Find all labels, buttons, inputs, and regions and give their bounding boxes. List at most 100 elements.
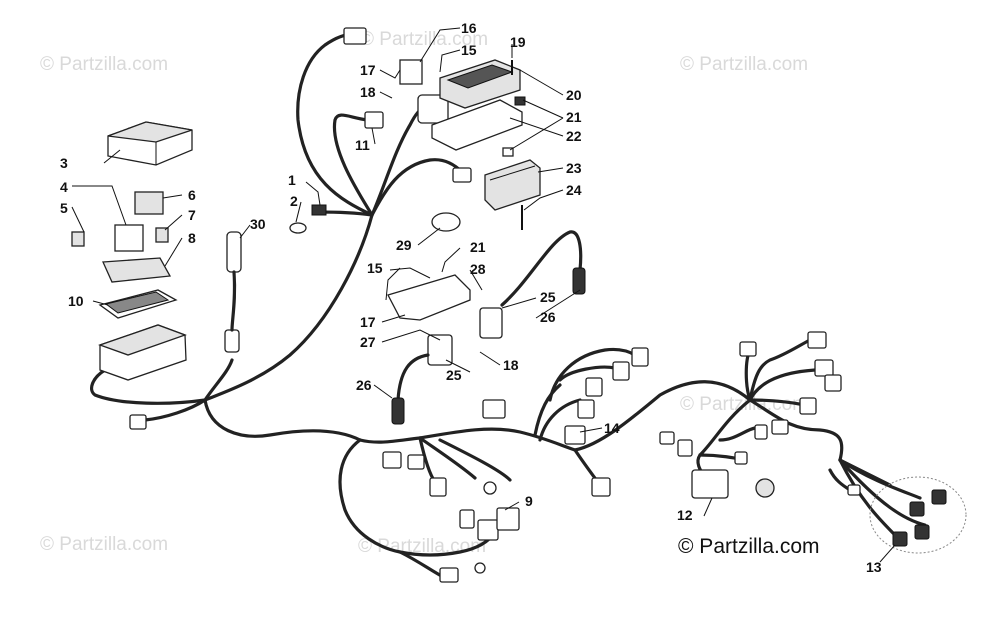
connector [382, 451, 402, 469]
connector [799, 397, 817, 415]
connector [892, 531, 908, 547]
connector [931, 489, 947, 505]
connector [659, 431, 675, 445]
callout-24: 24 [566, 182, 582, 198]
starter-relay [417, 94, 449, 124]
connector [585, 377, 603, 397]
watermark: © Partzilla.com [40, 534, 168, 555]
callout-18b: 18 [503, 357, 519, 373]
grommet [289, 222, 307, 234]
ring-terminal [474, 562, 486, 574]
callout-8: 8 [188, 230, 196, 246]
connector [734, 451, 748, 465]
mounting-plate [431, 99, 523, 151]
callout-25b: 25 [446, 367, 462, 383]
bracket [387, 274, 471, 321]
callout-26b: 26 [356, 377, 372, 393]
callout-17a: 17 [360, 62, 376, 78]
connector [739, 341, 757, 357]
connector [631, 347, 649, 367]
callout-9: 9 [525, 493, 533, 509]
nut [502, 147, 514, 157]
fuse [71, 231, 85, 247]
ignition-coil [479, 307, 503, 339]
callout-19: 19 [510, 34, 526, 50]
callout-12: 12 [677, 507, 693, 523]
connector [771, 419, 789, 435]
callout-22: 22 [566, 128, 582, 144]
ring-terminal [483, 481, 497, 495]
callout-27: 27 [360, 334, 376, 350]
nut [514, 96, 526, 106]
callout-14: 14 [604, 420, 620, 436]
callout-28: 28 [470, 261, 486, 277]
connector [439, 567, 459, 583]
ignition-coil [427, 334, 453, 366]
detail-circle [869, 476, 967, 554]
callout-7: 7 [188, 207, 196, 223]
callout-3: 3 [60, 155, 68, 171]
callout-30: 30 [250, 216, 266, 232]
voltage-regulator [484, 159, 541, 211]
connector [482, 399, 506, 419]
callout-21a: 21 [566, 109, 582, 125]
connector [847, 484, 861, 496]
callout-1: 1 [288, 172, 296, 188]
callout-26a: 26 [540, 309, 556, 325]
fuse-box [98, 324, 187, 381]
connector [577, 399, 595, 419]
connector [452, 167, 472, 183]
callout-4: 4 [60, 179, 68, 195]
relay [114, 224, 144, 252]
connector [407, 454, 425, 470]
ecu-module [439, 59, 521, 109]
callout-23: 23 [566, 160, 582, 176]
connector [129, 414, 147, 430]
connector [343, 27, 367, 45]
spark-plug-cap [572, 267, 586, 295]
main-connector [691, 469, 729, 499]
sensor [226, 231, 242, 273]
connector [477, 519, 499, 541]
callout-5: 5 [60, 200, 68, 216]
leader-lines [71, 27, 896, 563]
connector [612, 361, 630, 381]
fuse-box-cover [107, 121, 193, 166]
label-sheet [102, 257, 172, 283]
callout-20: 20 [566, 87, 582, 103]
callout-10: 10 [68, 293, 84, 309]
callout-15a: 15 [461, 42, 477, 58]
callout-29: 29 [396, 237, 412, 253]
connector-cap [755, 478, 775, 498]
connector [496, 507, 520, 531]
callout-6: 6 [188, 187, 196, 203]
connector [429, 477, 447, 497]
connector [909, 501, 925, 517]
connector [814, 359, 834, 377]
parts [71, 27, 967, 583]
callout-18a: 18 [360, 84, 376, 100]
watermark: © Partzilla.com [680, 54, 808, 75]
clamp-ring [431, 212, 461, 232]
connector [754, 424, 768, 440]
watermark: © Partzilla.com [40, 54, 168, 75]
copyright-text: © Partzilla.com [678, 535, 820, 558]
callout-13: 13 [866, 559, 882, 575]
connector [591, 477, 611, 497]
callout-2: 2 [290, 193, 298, 209]
sensor-connector [224, 329, 240, 353]
connector [311, 204, 327, 216]
connector [364, 111, 384, 129]
watermark: © Partzilla.com [360, 29, 488, 50]
connector [807, 331, 827, 349]
connector [459, 509, 475, 529]
callout-17b: 17 [360, 314, 376, 330]
fuse [155, 227, 169, 243]
callout-15b: 15 [367, 260, 383, 276]
spark-plug-cap [391, 397, 405, 425]
callout-labels: 1 2 3 4 5 6 7 8 9 10 11 12 13 14 15 15 1… [60, 20, 882, 575]
callout-11: 11 [355, 137, 370, 153]
connector [824, 374, 842, 392]
